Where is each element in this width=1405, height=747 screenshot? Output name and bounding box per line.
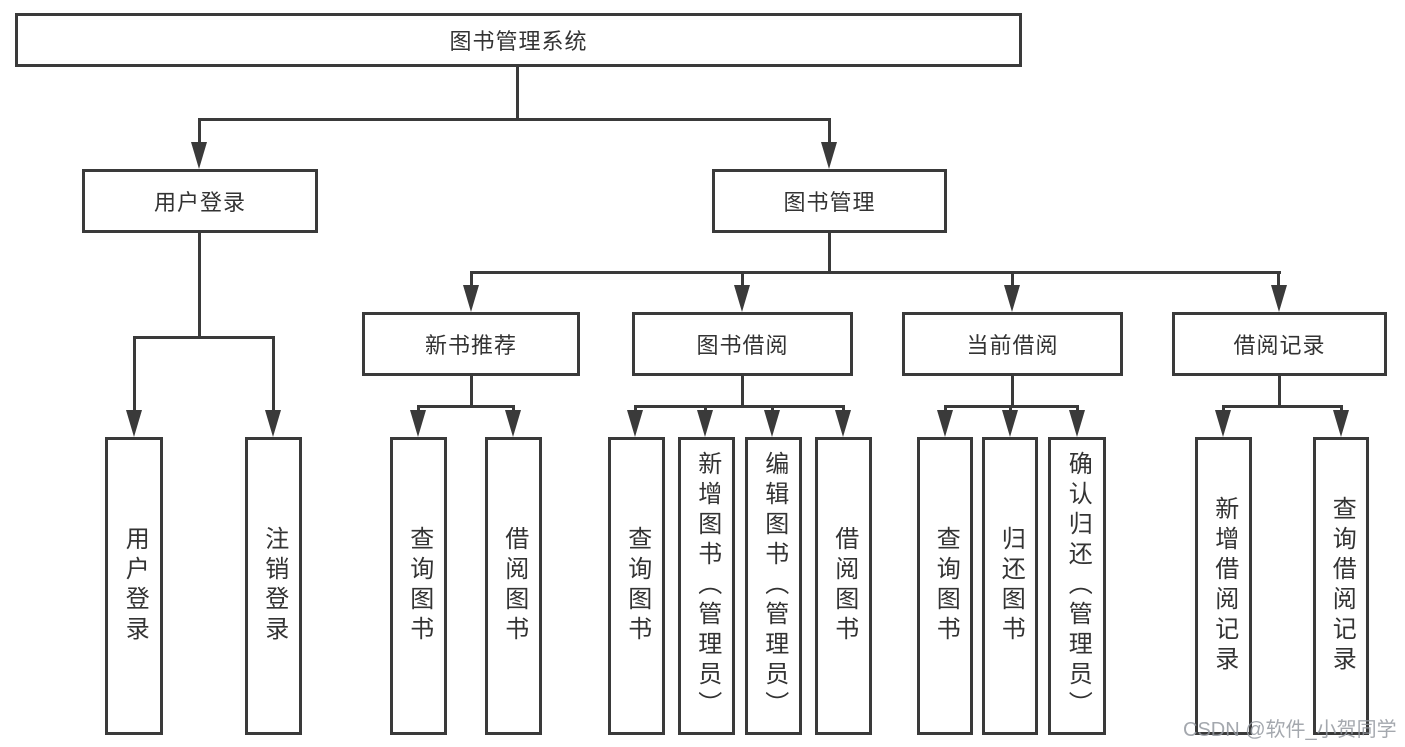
csdn-watermark: CSDN @软件_小贺同学 (1183, 719, 1397, 741)
edge-borrow-records-stem (1278, 376, 1281, 407)
edge-book-management-stem (828, 233, 831, 274)
leaf-logout: 注销登录 (245, 437, 302, 735)
leaf-br-add-record: 新增借阅记录 (1195, 437, 1252, 735)
arrowhead-leaf (697, 410, 713, 437)
arrowhead-book-management (821, 142, 837, 169)
edge-user-login-splitter (133, 336, 275, 339)
arrowhead-leaf (835, 410, 851, 437)
arrowhead-leaf (1002, 410, 1018, 437)
arrowhead-book-borrow (734, 285, 750, 312)
edge-book-borrow-stem (741, 376, 744, 407)
arrowhead-leaf-login (126, 410, 142, 437)
arrowhead-leaf (937, 410, 953, 437)
edge-to-current-borrow (1011, 271, 1014, 287)
leaf-bb-query-books: 查询图书 (608, 437, 665, 735)
arrowhead-leaf (1215, 410, 1231, 437)
edge-leaf-stem (944, 405, 947, 414)
leaf-cb-return-books: 归还图书 (982, 437, 1038, 735)
edge-leaf-stem (1076, 405, 1079, 414)
edge-leaf-stem (1340, 405, 1343, 414)
arrowhead-leaf-logout (265, 410, 281, 437)
edge-to-book-borrow (741, 271, 744, 287)
leaf-bb-edit-books-admin: 编辑图书（管理员） (745, 437, 802, 735)
edge-level1-splitter (198, 118, 831, 121)
arrowhead-leaf (764, 410, 780, 437)
edge-leaf-stem (771, 405, 774, 414)
edge-leaf-stem (634, 405, 637, 414)
leaf-bb-add-books-admin: 新增图书（管理员） (678, 437, 735, 735)
edge-current-borrow-stem (1011, 376, 1014, 407)
edge-to-leaf-login (133, 336, 136, 412)
node-user-login: 用户登录 (82, 169, 318, 233)
arrowhead-user-login (191, 142, 207, 169)
leaf-cb-query-books: 查询图书 (917, 437, 973, 735)
leaf-br-query-record: 查询借阅记录 (1313, 437, 1369, 735)
edge-to-borrow-records (1277, 271, 1280, 287)
edge-leaf-stem (1222, 405, 1225, 414)
arrowhead-current-borrow (1004, 285, 1020, 312)
edge-to-user-login (198, 118, 201, 144)
edge-new-book-splitter (417, 405, 515, 408)
arrowhead-leaf (627, 410, 643, 437)
arrowhead-leaf (1333, 410, 1349, 437)
leaf-user-login: 用户登录 (105, 437, 163, 735)
node-current-borrow: 当前借阅 (902, 312, 1123, 376)
arrowhead-leaf (410, 410, 426, 437)
edge-root-stem (516, 67, 519, 121)
node-library-management-system: 图书管理系统 (15, 13, 1022, 67)
arrowhead-leaf (505, 410, 521, 437)
leaf-nb-borrow-books: 借阅图书 (485, 437, 542, 735)
leaf-nb-query-books: 查询图书 (390, 437, 447, 735)
arrowhead-leaf (1069, 410, 1085, 437)
leaf-cb-confirm-return-admin: 确认归还（管理员） (1048, 437, 1106, 735)
edge-leaf-stem (417, 405, 420, 414)
edge-to-leaf-logout (272, 336, 275, 412)
edge-user-login-stem (198, 233, 201, 338)
edge-to-new-book (470, 271, 473, 287)
node-book-management: 图书管理 (712, 169, 947, 233)
edge-leaf-stem (842, 405, 845, 414)
node-book-borrow: 图书借阅 (632, 312, 853, 376)
edge-book-borrow-splitter (634, 405, 845, 408)
node-new-book-recommend: 新书推荐 (362, 312, 580, 376)
edge-leaf-stem (704, 405, 707, 414)
edge-leaf-stem (1009, 405, 1012, 414)
edge-leaf-stem (512, 405, 515, 414)
edge-level2-splitter (470, 271, 1281, 274)
edge-borrow-records-splitter (1222, 405, 1343, 408)
leaf-bb-borrow-books: 借阅图书 (815, 437, 872, 735)
arrowhead-new-book (463, 285, 479, 312)
arrowhead-borrow-records (1271, 285, 1287, 312)
node-borrow-records: 借阅记录 (1172, 312, 1387, 376)
edge-to-book-management (828, 118, 831, 144)
edge-new-book-stem (470, 376, 473, 407)
